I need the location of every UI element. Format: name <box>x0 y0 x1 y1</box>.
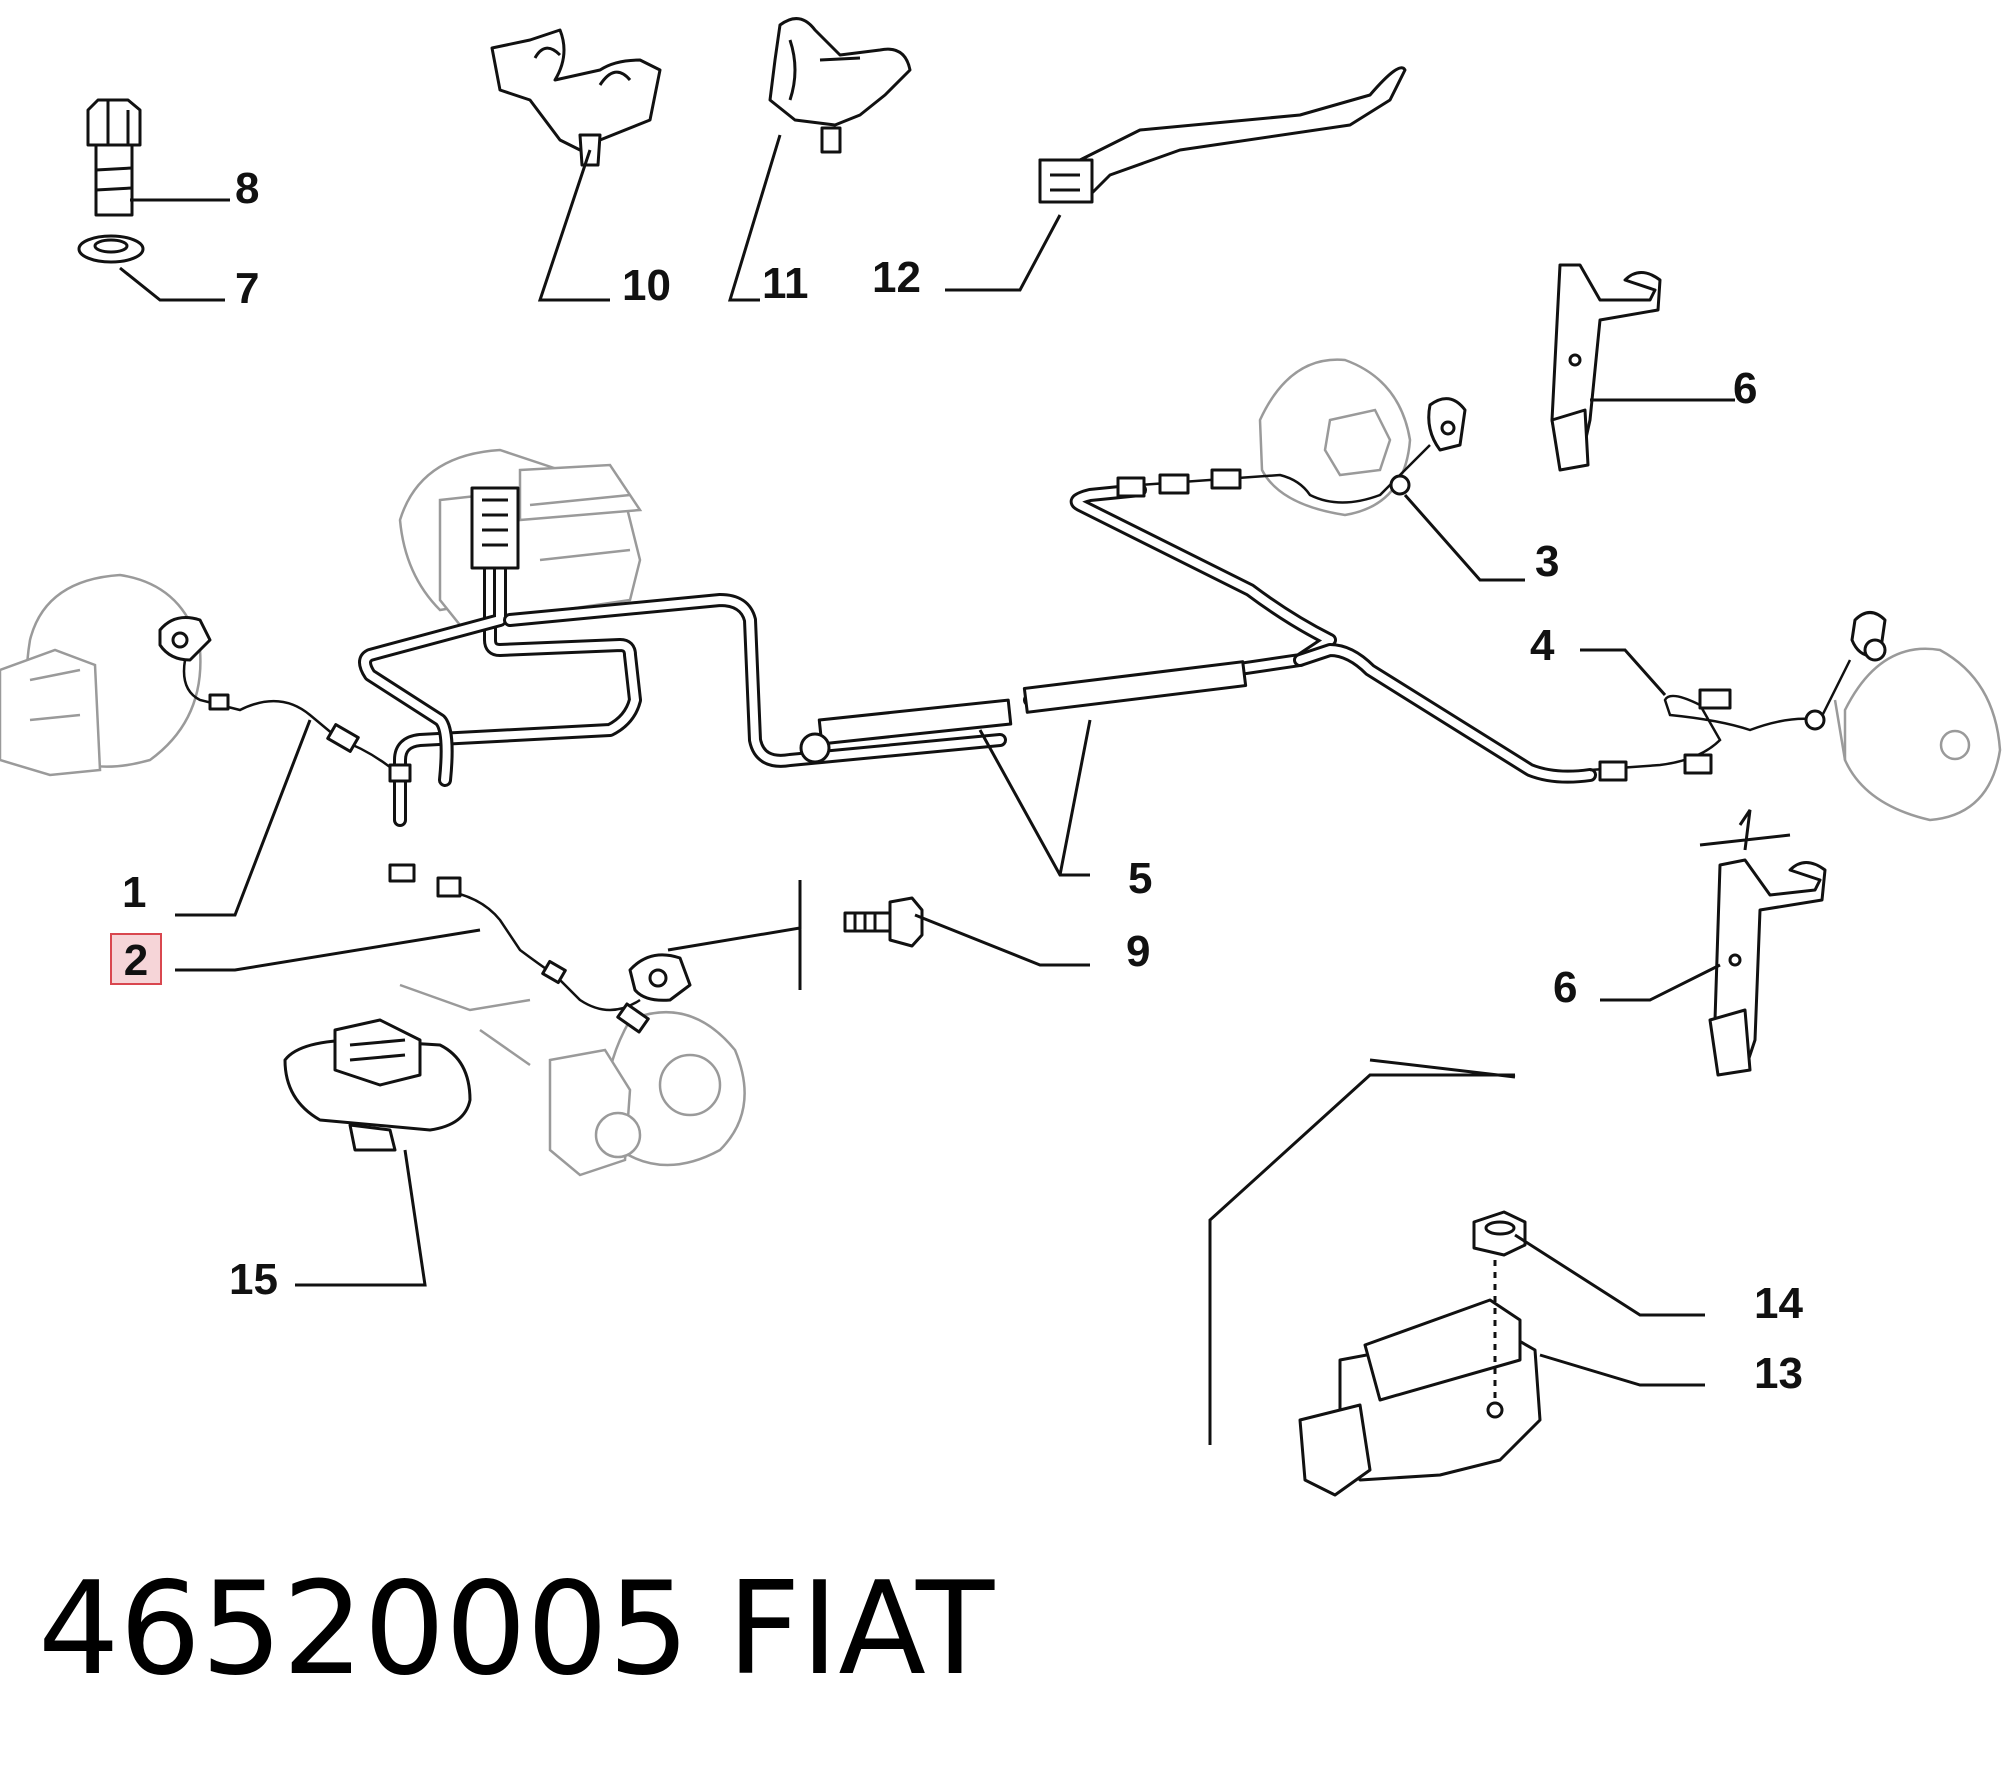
callout-11[interactable]: 11 <box>762 259 809 308</box>
rear-left-drum-illustration <box>1258 358 1412 517</box>
front-left-brake-disc-illustration <box>0 573 202 777</box>
callout-9[interactable]: 9 <box>1126 927 1150 976</box>
brake-pipe-assembly <box>358 483 1597 827</box>
callout-8[interactable]: 8 <box>235 164 259 213</box>
abs-sensor-module-part-13 <box>1298 1298 1542 1497</box>
abs-modulator-illustration <box>398 448 643 627</box>
pipe-clip-part-11 <box>768 17 912 154</box>
bolt-part-8 <box>86 98 142 217</box>
callout-7[interactable]: 7 <box>235 264 259 313</box>
callout-6-lower[interactable]: 6 <box>1553 963 1577 1012</box>
washer-part-7 <box>77 234 145 264</box>
callout-4[interactable]: 4 <box>1530 621 1555 670</box>
callout-15[interactable]: 15 <box>229 1255 278 1304</box>
part-number-caption: 46520005 <box>38 1555 690 1704</box>
callout-3[interactable]: 3 <box>1535 537 1559 586</box>
callout-2[interactable]: 2 <box>124 936 148 985</box>
abs-electrical-connector <box>470 486 520 570</box>
rear-right-drum-illustration <box>1833 647 2002 822</box>
callout-6-upper[interactable]: 6 <box>1733 364 1757 413</box>
front-left-speed-sensor <box>158 616 412 783</box>
leader-lines <box>119 134 1791 1445</box>
bleed-screw-part-9 <box>843 896 924 948</box>
front-right-brake-disc-illustration <box>399 983 746 1177</box>
pipe-clip-part-10 <box>490 28 662 167</box>
callout-12[interactable]: 12 <box>872 253 921 302</box>
callout-1[interactable]: 1 <box>122 868 146 917</box>
nut-part-14 <box>1472 1210 1527 1400</box>
callout-10[interactable]: 10 <box>622 261 671 310</box>
selected-part-highlight <box>110 933 162 985</box>
rear-left-speed-sensor <box>1116 397 1467 504</box>
brand-caption: FIAT <box>727 1555 995 1704</box>
callout-13[interactable]: 13 <box>1754 1349 1803 1398</box>
bracket-part-6-lower <box>1708 858 1827 1077</box>
front-right-speed-sensor <box>388 863 692 1034</box>
callout-14[interactable]: 14 <box>1754 1279 1803 1328</box>
rear-right-speed-sensor <box>1589 611 1887 782</box>
bracket-part-6-upper <box>1550 263 1662 472</box>
callout-5[interactable]: 5 <box>1128 854 1152 903</box>
cable-tie-part-12 <box>1038 66 1407 204</box>
grommet-clip-part-15 <box>283 1018 472 1152</box>
